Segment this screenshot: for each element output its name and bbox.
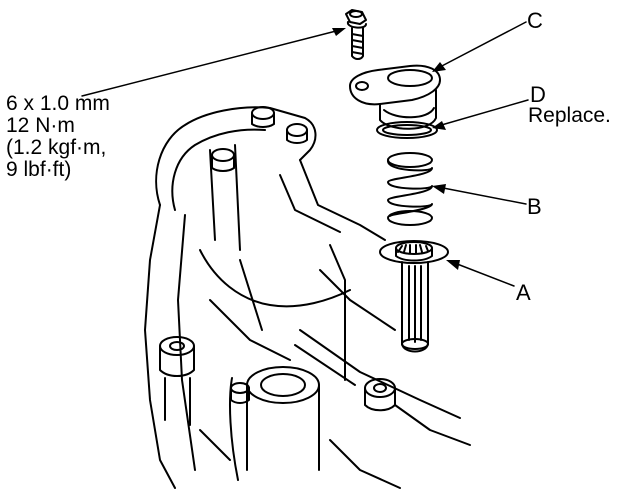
callout-d: D <box>530 82 546 107</box>
leader-lines <box>81 21 529 287</box>
bolt-size-text: 6 x 1.0 mm <box>6 92 110 115</box>
part-a-filter <box>379 240 449 353</box>
callout-a: A <box>516 280 531 305</box>
flange-bolt <box>345 9 367 60</box>
transmission-housing <box>144 106 471 489</box>
part-c-cover <box>349 64 441 130</box>
torque-nm-text: 12 N·m <box>6 114 75 137</box>
callout-c: C <box>527 8 543 33</box>
part-d-o-ring <box>376 121 438 139</box>
part-b-spring <box>387 152 433 226</box>
torque-kgfm-text: (1.2 kgf·m, <box>6 136 107 159</box>
callout-b: B <box>527 194 542 219</box>
callout-d-note: Replace. <box>528 104 611 127</box>
torque-lbfft-text: 9 lbf·ft) <box>6 158 72 181</box>
